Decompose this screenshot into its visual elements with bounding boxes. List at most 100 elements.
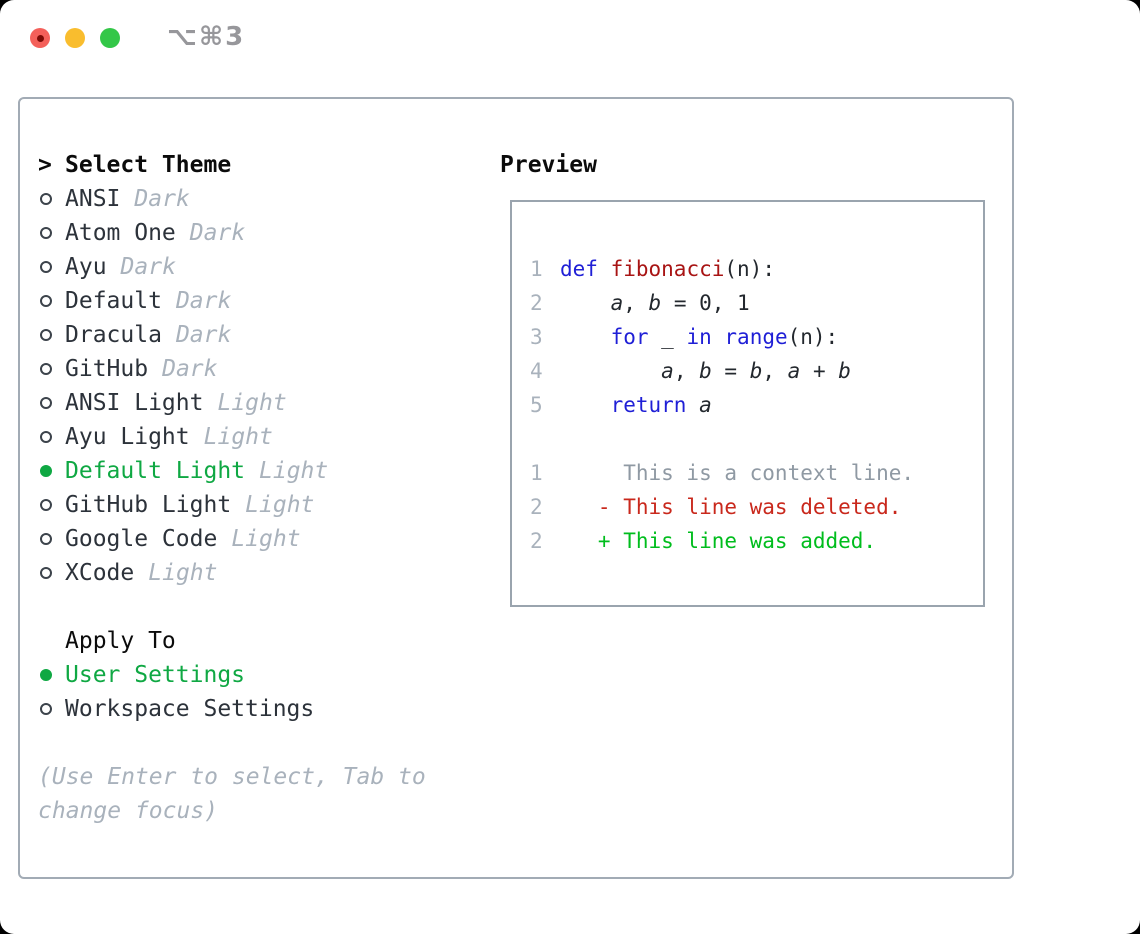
theme-name: Atom One (65, 220, 176, 246)
radio-icon (38, 397, 65, 409)
line-number: 2 (530, 495, 543, 519)
apply-to-header-label: Apply To (65, 628, 176, 654)
radio-circle (40, 567, 52, 579)
code-segment-function: fibonacci (610, 257, 725, 281)
unsaved-changes-dot-icon (36, 34, 44, 42)
theme-variant: Light (231, 526, 301, 552)
diff-line: 1 This is a context line. (530, 456, 983, 490)
theme-variant: Dark (175, 322, 232, 348)
code-line: 2 a, b = 0, 1 (530, 286, 983, 320)
apply-to-option[interactable]: User Settings (38, 658, 478, 692)
minimize-button[interactable] (65, 28, 85, 48)
theme-name: Default (65, 288, 162, 314)
code-segment-plain (560, 320, 611, 354)
radio-icon (38, 431, 65, 443)
apply-to-option[interactable]: Workspace Settings (38, 692, 478, 726)
radio-icon (38, 295, 65, 307)
select-theme-header-label: Select Theme (65, 152, 232, 178)
code-segment-plain: + (800, 359, 839, 383)
radio-circle (40, 227, 52, 239)
code-segment-keyword: def (560, 257, 598, 281)
radio-icon (38, 329, 65, 341)
diff-line: 2 - This line was deleted. (530, 490, 983, 524)
radio-icon (38, 193, 65, 205)
apply-to-option-label: User Settings (65, 662, 246, 688)
radio-selected-icon (38, 465, 65, 477)
radio-circle (40, 193, 52, 205)
code-segment-variable: a (787, 359, 801, 383)
code-segment-plain: _ (648, 325, 687, 349)
theme-option[interactable]: Default Dark (38, 284, 478, 318)
code-segment-variable: a (610, 291, 624, 315)
code-segment-variable: b (699, 359, 712, 383)
code-segment-keyword: for (610, 325, 649, 349)
theme-variant: Dark (175, 288, 232, 314)
code-line: 5 return a (530, 388, 983, 422)
apply-to-option-label: Workspace Settings (65, 696, 315, 722)
code-segment-plain (712, 320, 725, 354)
code-segment-keyword: return (610, 393, 687, 417)
code-segment-plain (598, 252, 611, 286)
code-segment-variable: b (749, 359, 763, 383)
window-title-shortcut: ⌥⌘3 (167, 22, 246, 52)
radio-icon (38, 363, 65, 375)
code-segment-plain (560, 388, 611, 422)
zoom-button[interactable] (100, 28, 120, 48)
code-segment-deleted: - This line was deleted. (560, 495, 902, 519)
theme-name: XCode (65, 560, 135, 586)
code-segment-context: This is a context line. (560, 461, 915, 485)
theme-option[interactable]: Default Light Light (38, 454, 478, 488)
theme-option[interactable]: ANSI Dark (38, 182, 478, 216)
close-button[interactable] (30, 28, 50, 48)
code-segment-plain: , (623, 291, 649, 315)
code-line: 3 for _ in range(n): (530, 320, 983, 354)
radio-circle (40, 703, 52, 715)
theme-variant: Light (245, 492, 315, 518)
titlebar: ⌥⌘3 (0, 0, 1140, 80)
code-segment-variable: b (838, 359, 851, 383)
radio-circle (40, 465, 52, 477)
radio-icon (38, 533, 65, 545)
theme-name: ANSI (65, 186, 121, 212)
theme-name: GitHub (65, 356, 149, 382)
code-segment-plain: (n): (724, 257, 775, 281)
radio-selected-icon (38, 669, 65, 681)
theme-variant: Light (203, 424, 273, 450)
theme-name: Google Code (65, 526, 218, 552)
theme-variant: Dark (120, 254, 176, 280)
theme-variant: Dark (134, 186, 190, 212)
theme-option[interactable]: Google Code Light (38, 522, 478, 556)
code-segment-plain (560, 286, 611, 320)
theme-variant: Light (259, 458, 329, 484)
radio-icon (38, 567, 65, 579)
apply-to-header-row: Apply To (38, 624, 478, 658)
radio-circle (40, 669, 52, 681)
line-number: 1 (530, 257, 543, 281)
code-segment-plain: , (762, 359, 788, 383)
line-number: 2 (530, 529, 543, 553)
prompt-marker: > (38, 152, 52, 178)
radio-circle (40, 499, 52, 511)
code-line: 4 a, b = b, a + b (530, 354, 983, 388)
traffic-lights (30, 28, 120, 48)
theme-name: Default Light (65, 458, 246, 484)
code-segment-plain (560, 354, 661, 388)
line-number: 3 (530, 325, 543, 349)
code-segment-plain: (n): (787, 325, 839, 349)
radio-circle (40, 397, 52, 409)
radio-circle (40, 329, 52, 341)
line-number: 2 (530, 291, 543, 315)
